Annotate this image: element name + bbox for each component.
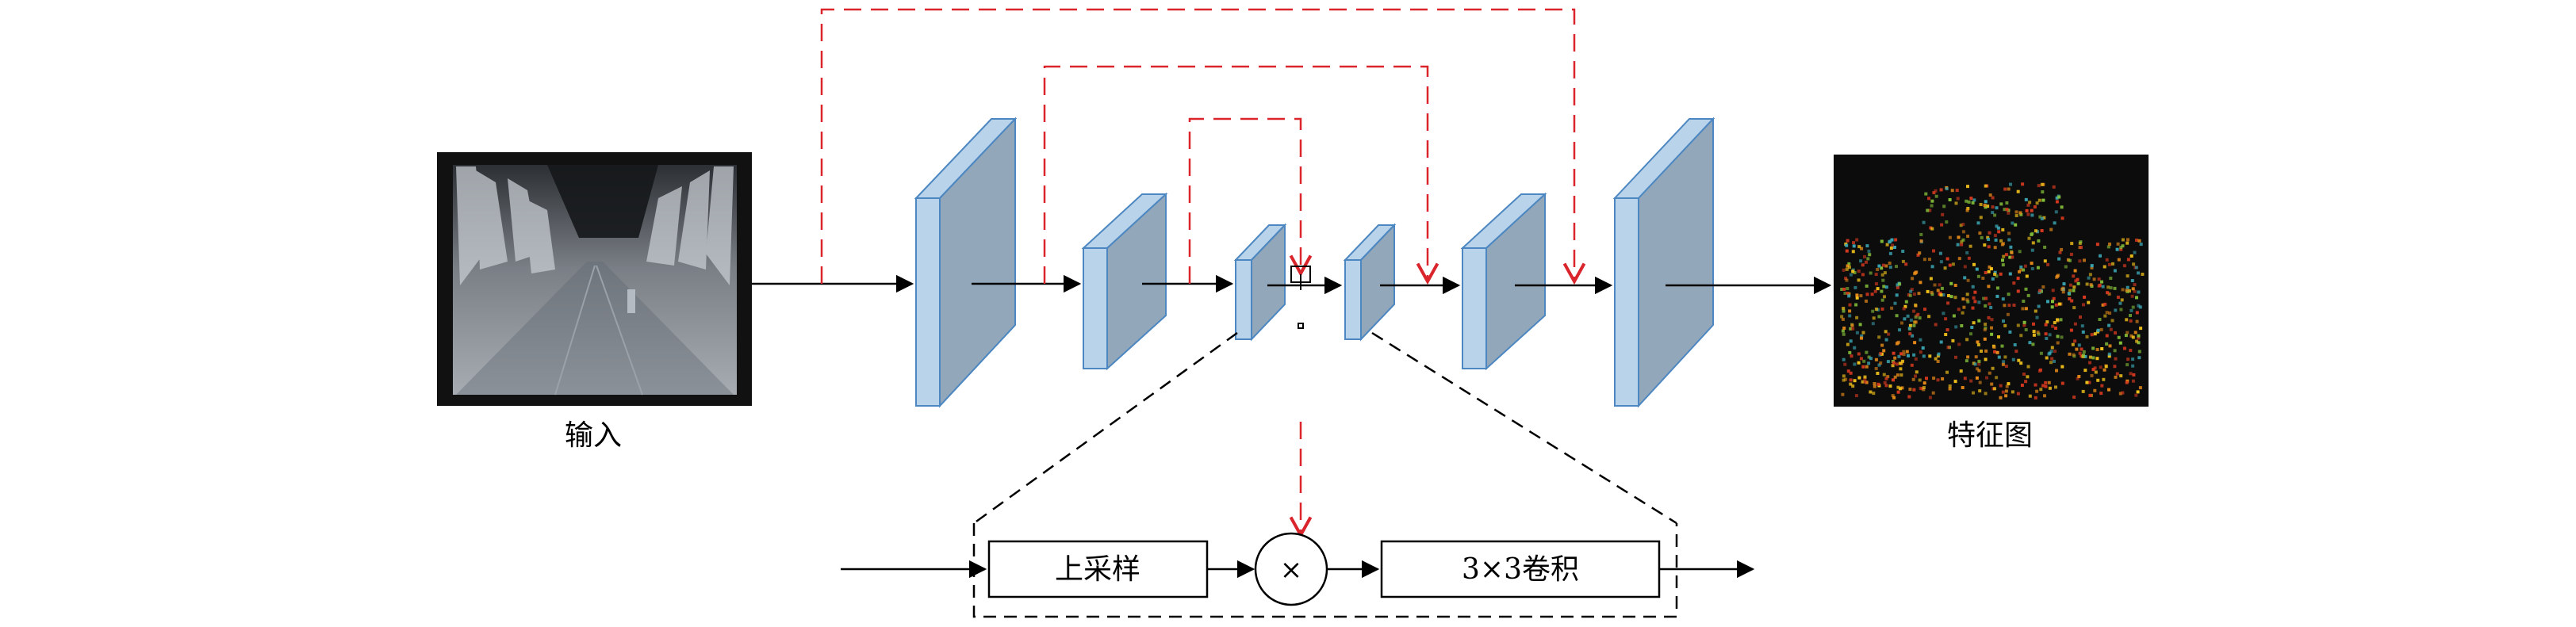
main-flow-arrows (752, 274, 1832, 295)
decoder-block-1 (1343, 223, 1397, 342)
feature-map-label: 特征图 (1947, 419, 2033, 452)
encoder-block-2 (1081, 192, 1168, 371)
input-image (437, 152, 752, 406)
feature-map-image (1834, 155, 2149, 407)
attention-glyph (1290, 266, 1311, 329)
encoder-block-1 (914, 117, 1018, 408)
attention-module-detail: 上采样 × 3×3卷积 (841, 532, 1755, 606)
upsample-box (987, 540, 1209, 598)
input-label: 输入 (565, 419, 622, 452)
conv-box (1380, 540, 1661, 598)
skip-connections (820, 8, 1586, 539)
multiply-label: × (1280, 554, 1303, 586)
decoder-block-2 (1460, 192, 1547, 371)
upsample-label: 上采样 (1055, 553, 1140, 586)
decoder-block-3 (1612, 117, 1715, 408)
conv-label: 3×3卷积 (1462, 553, 1579, 586)
encoder-block-3 (1233, 223, 1287, 342)
